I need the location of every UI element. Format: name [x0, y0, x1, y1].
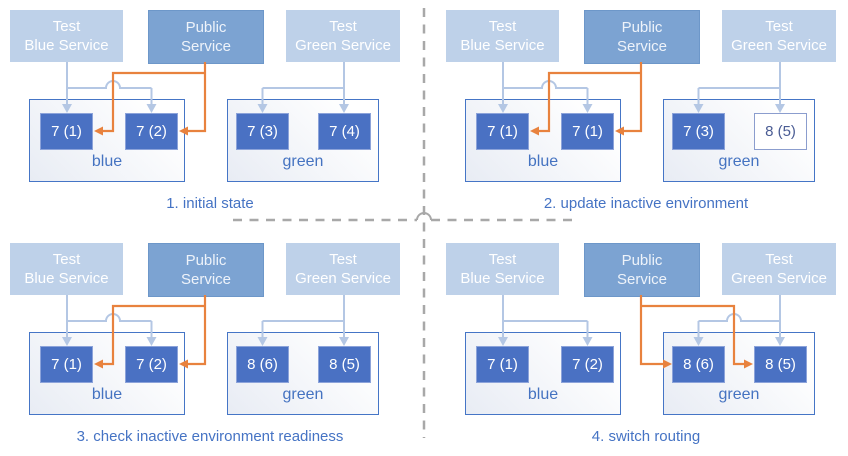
public-service-label-line2: Service: [616, 271, 668, 288]
public-service-box: Public Service: [584, 243, 700, 297]
public-service-box: Public Service: [148, 243, 264, 297]
test-green-service-box: Test Green Service: [286, 243, 400, 295]
test-blue-service-box: Test Blue Service: [446, 243, 559, 295]
public-service-label-line1: Public: [621, 251, 663, 269]
pod-blue-2: 7 (2): [125, 113, 178, 150]
test-green-service-label-line2: Green Service: [731, 37, 827, 54]
test-blue-service-label-line2: Blue Service: [460, 37, 545, 54]
test-blue-service-box: Test Blue Service: [10, 243, 123, 295]
pod-green-2: 8 (5): [754, 113, 807, 150]
blue-environment-label: blue: [527, 153, 559, 170]
panel-2-update-inactive-environment: Test Blue Service Public Service Test Gr…: [436, 0, 848, 223]
test-blue-service-label-line1: Test: [52, 17, 81, 35]
public-service-label-line1: Public: [185, 251, 227, 269]
blue-environment-label: blue: [91, 153, 123, 170]
test-green-service-box: Test Green Service: [286, 10, 400, 62]
pod-blue-2: 7 (1): [561, 113, 614, 150]
blue-environment-label: blue: [527, 386, 559, 403]
test-blue-service-label-line2: Blue Service: [24, 270, 109, 287]
test-blue-service-label-line1: Test: [488, 250, 517, 268]
test-blue-service-label-line2: Blue Service: [24, 37, 109, 54]
green-environment-label: green: [718, 153, 760, 170]
pod-blue-1: 7 (1): [476, 346, 529, 383]
test-blue-service-box: Test Blue Service: [446, 10, 559, 62]
test-blue-service-label-line1: Test: [488, 17, 517, 35]
test-green-service-box: Test Green Service: [722, 10, 836, 62]
pod-green-2: 8 (5): [318, 346, 371, 383]
pod-green-2: 8 (5): [754, 346, 807, 383]
pod-blue-2: 7 (2): [125, 346, 178, 383]
test-green-service-label-line2: Green Service: [295, 270, 391, 287]
test-green-service-label-line1: Test: [329, 17, 357, 35]
blue-environment-label: blue: [91, 386, 123, 403]
public-service-label-line1: Public: [185, 18, 227, 36]
panel-1-initial-state: Test Blue Service Public Service Test Gr…: [0, 0, 424, 223]
pod-blue-1: 7 (1): [476, 113, 529, 150]
public-service-label-line2: Service: [180, 38, 232, 55]
pod-blue-1: 7 (1): [40, 346, 93, 383]
panel-caption: 4. switch routing: [591, 428, 701, 445]
green-environment-label: green: [718, 386, 760, 403]
public-service-box: Public Service: [148, 10, 264, 64]
test-green-service-label-line1: Test: [329, 250, 357, 268]
public-service-label-line2: Service: [616, 38, 668, 55]
test-green-service-label-line1: Test: [765, 17, 793, 35]
test-blue-service-label-line1: Test: [52, 250, 81, 268]
panel-caption: 3. check inactive environment readiness: [76, 428, 344, 445]
pod-green-1: 8 (6): [672, 346, 725, 383]
pod-green-1: 8 (6): [236, 346, 289, 383]
public-service-label-line1: Public: [621, 18, 663, 36]
test-blue-service-label-line2: Blue Service: [460, 270, 545, 287]
pod-green-1: 7 (3): [672, 113, 725, 150]
public-service-box: Public Service: [584, 10, 700, 64]
test-green-service-box: Test Green Service: [722, 243, 836, 295]
pod-blue-2: 7 (2): [561, 346, 614, 383]
panel-caption: 2. update inactive environment: [543, 195, 749, 212]
panel-3-check-inactive-environment-readiness: Test Blue Service Public Service Test Gr…: [0, 233, 424, 456]
pod-green-2: 7 (4): [318, 113, 371, 150]
public-service-label-line2: Service: [180, 271, 232, 288]
panel-caption: 1. initial state: [166, 195, 254, 212]
pod-blue-1: 7 (1): [40, 113, 93, 150]
test-blue-service-box: Test Blue Service: [10, 10, 123, 62]
pod-green-1: 7 (3): [236, 113, 289, 150]
green-environment-label: green: [282, 153, 324, 170]
green-environment-label: green: [282, 386, 324, 403]
panel-4-switch-routing: Test Blue Service Public Service Test Gr…: [436, 233, 848, 456]
test-green-service-label-line2: Green Service: [295, 37, 391, 54]
test-green-service-label-line2: Green Service: [731, 270, 827, 287]
test-green-service-label-line1: Test: [765, 250, 793, 268]
